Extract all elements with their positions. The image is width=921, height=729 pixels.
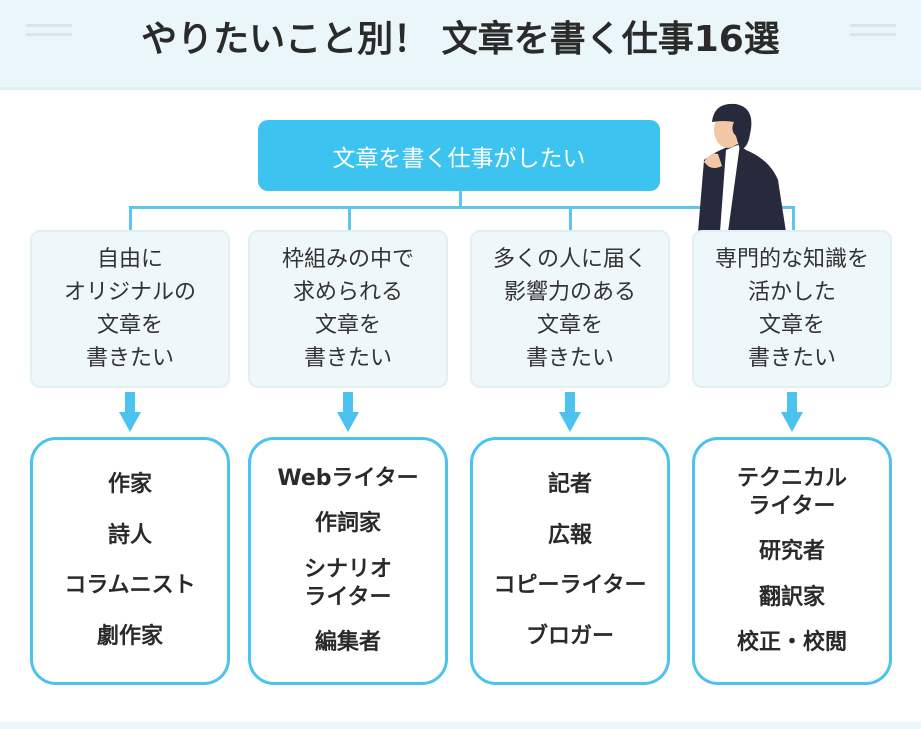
- category-line: 書きたい: [747, 346, 836, 371]
- job-item: コピーライター: [493, 573, 647, 599]
- category-line: オリジナルの: [63, 280, 196, 305]
- category-line: 書きたい: [525, 346, 614, 371]
- connector: [129, 206, 795, 209]
- category-line: 多くの人に届く: [492, 247, 647, 272]
- thinking-man-illustration: [698, 103, 786, 232]
- job-item: 編集者: [314, 629, 381, 655]
- category-card: 専門的な知識を活かした文章を書きたい: [692, 230, 892, 388]
- job-item: コラムニスト: [64, 573, 196, 599]
- connector: [792, 206, 795, 231]
- job-item: ブロガー: [525, 624, 614, 650]
- job-item: 作詞家: [314, 511, 381, 537]
- category-line: 自由に: [96, 247, 163, 272]
- category-line: 文章を: [314, 313, 381, 338]
- category-card: 多くの人に届く影響力のある文章を書きたい: [470, 230, 670, 388]
- job-list-card: テクニカル ライター研究者翻訳家校正・校閲: [692, 437, 892, 685]
- category-line: 枠組みの中で: [281, 247, 414, 272]
- category-card: 枠組みの中で求められる文章を書きたい: [248, 230, 448, 388]
- connector: [348, 206, 351, 231]
- job-item: 研究者: [758, 539, 825, 565]
- job-item: 記者: [547, 471, 592, 497]
- root-node: 文章を書く仕事がしたい: [258, 120, 660, 191]
- down-arrow-icon: [781, 392, 803, 432]
- job-item: テクニカル ライター: [736, 466, 847, 520]
- category-line: 文章を: [536, 313, 603, 338]
- job-item: 作家: [107, 471, 152, 497]
- job-list-card: 作家詩人コラムニスト劇作家: [30, 437, 230, 685]
- job-item: 広報: [547, 522, 592, 548]
- category-card: 自由にオリジナルの文章を書きたい: [30, 230, 230, 388]
- category-line: 求められる: [292, 280, 403, 305]
- category-line: 活かした: [747, 280, 836, 305]
- header-band: やりたいこと別！ 文章を書く仕事16選: [0, 0, 921, 90]
- job-item: Webライター: [277, 466, 419, 492]
- page-title: やりたいこと別！ 文章を書く仕事16選: [141, 19, 780, 60]
- down-arrow-icon: [337, 392, 359, 432]
- job-list-card: Webライター作詞家シナリオ ライター編集者: [248, 437, 448, 685]
- category-line: 専門的な知識を: [714, 247, 869, 272]
- job-item: 劇作家: [96, 624, 163, 650]
- down-arrow-icon: [559, 392, 581, 432]
- category-line: 影響力のある: [503, 280, 636, 305]
- job-item: 校正・校閲: [736, 629, 847, 655]
- connector: [569, 206, 572, 231]
- job-item: 詩人: [107, 522, 152, 548]
- job-list-card: 記者広報コピーライターブロガー: [470, 437, 670, 685]
- decor-lines-right: [850, 24, 896, 36]
- down-arrow-icon: [119, 392, 141, 432]
- category-line: 書きたい: [85, 346, 174, 371]
- connector: [129, 206, 132, 231]
- job-item: 翻訳家: [758, 584, 825, 610]
- decor-lines-left: [26, 24, 72, 36]
- job-item: シナリオ ライター: [303, 556, 392, 610]
- category-line: 書きたい: [303, 346, 392, 371]
- category-line: 文章を: [96, 313, 163, 338]
- category-line: 文章を: [758, 313, 825, 338]
- footer-band: [0, 722, 921, 729]
- connector: [459, 190, 462, 207]
